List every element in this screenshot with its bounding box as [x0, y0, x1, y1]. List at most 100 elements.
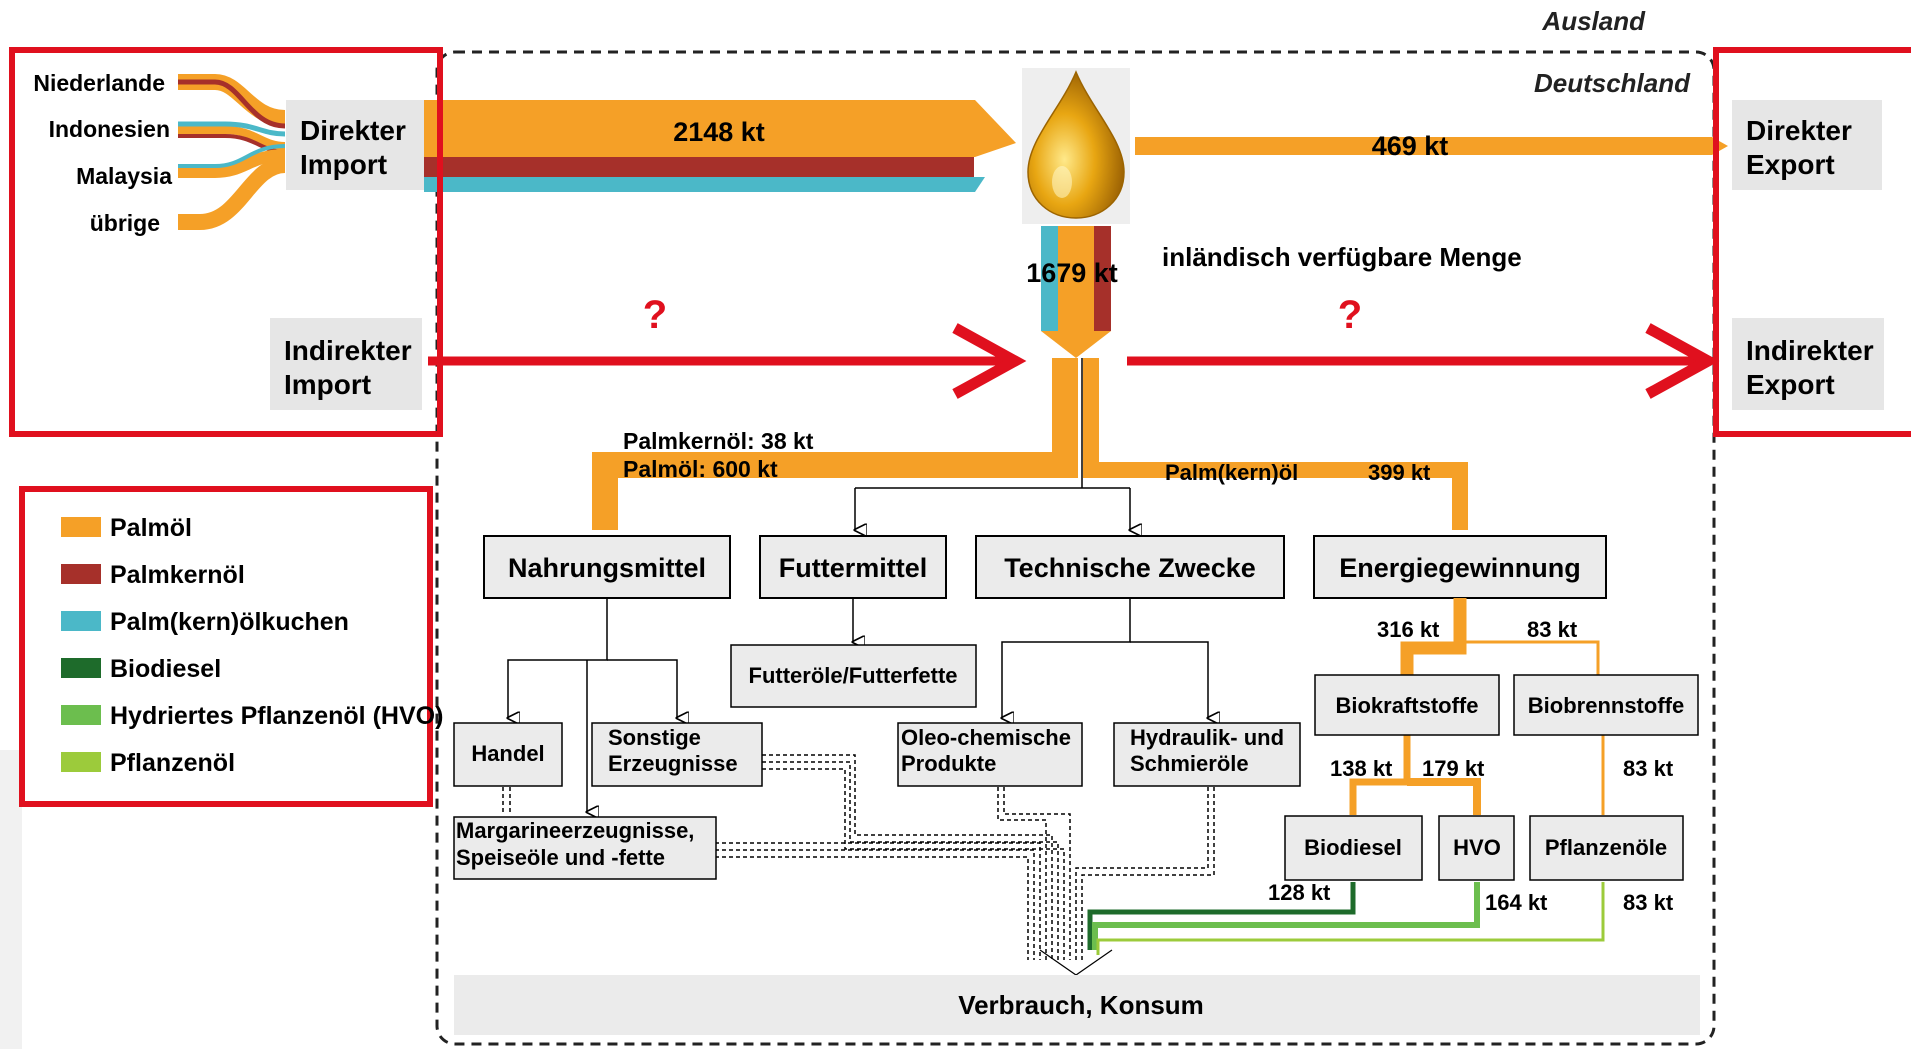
- sub-pflanzenoele-box: [1529, 815, 1684, 881]
- sub-oleo-line2: Produkte: [901, 751, 996, 776]
- germany-boundary: [435, 50, 1716, 1046]
- domestic-kuchen: [1041, 226, 1058, 331]
- legend: Palmöl Palmkernöl Palm(kern)ölkuchen Bio…: [61, 514, 443, 777]
- export-highlight-frame: [1713, 47, 1911, 437]
- legend-swatch-palmkernoel: [61, 564, 101, 584]
- legend-label-biodiesel: Biodiesel: [110, 655, 221, 683]
- biodiesel-in-amount: 138 kt: [1330, 756, 1393, 781]
- region-ausland: Ausland: [1541, 6, 1646, 36]
- sub-handel-label: Handel: [471, 741, 544, 766]
- sub-biodiesel-box: [1284, 815, 1423, 881]
- food-palmkernoel-amount: Palmkernöl: 38 kt: [623, 428, 814, 454]
- energy-input-amount: 399 kt: [1368, 460, 1431, 485]
- indirect-import-arrowhead: [952, 323, 1027, 399]
- indirect-import-line1: Indirekter: [284, 335, 412, 366]
- export-amount: 469 kt: [1372, 131, 1449, 161]
- category-technische-zwecke: [975, 535, 1285, 599]
- legend-label-palmkernoel: Palmkernöl: [110, 561, 245, 589]
- sub-sonstige-line1: Sonstige: [608, 725, 701, 750]
- domestic-label: inländisch verfügbare Menge: [1162, 242, 1522, 272]
- sub-biokraft-label: Biokraftstoffe: [1335, 693, 1478, 718]
- category-nahrungsmittel-label: Nahrungsmittel: [508, 553, 706, 583]
- sub-oleo-box: [897, 722, 1083, 787]
- sub-handel-box: [453, 722, 563, 787]
- sub-futteroele-label: Futteröle/Futterfette: [749, 663, 958, 688]
- region-deutschland: Deutschland: [1534, 68, 1691, 98]
- source-indonesien: Indonesien: [49, 116, 170, 142]
- biodiesel-out-amount: 128 kt: [1268, 880, 1331, 905]
- food-palmoel-amount: Palmöl: 600 kt: [623, 456, 778, 482]
- category-nahrungsmittel: [483, 535, 731, 599]
- category-futtermittel-label: Futtermittel: [779, 553, 928, 583]
- sub-margarine-line1: Margarineerzeugnisse,: [456, 818, 694, 843]
- legend-swatch-biodiesel: [61, 658, 101, 678]
- consumption-flows: [502, 754, 1215, 960]
- pflanzen-out-amount: 83 kt: [1623, 890, 1674, 915]
- indirect-export-box: [1732, 318, 1884, 410]
- indirect-import-line2: Import: [284, 369, 371, 400]
- unknown-import-mark: ?: [643, 293, 667, 337]
- source-lines: [178, 74, 286, 230]
- legend-swatch-palmoel: [61, 517, 101, 537]
- biobrenn-amount: 83 kt: [1527, 617, 1578, 642]
- direct-export-box: [1732, 100, 1882, 190]
- import-highlight-frame: [9, 47, 443, 437]
- sub-hydraulik-line2: Schmieröle: [1130, 751, 1249, 776]
- drop-highlight: [1052, 166, 1072, 198]
- energy-flows: [1087, 598, 1605, 955]
- domestic-palmkernoel: [1094, 226, 1111, 331]
- legend-swatch-kuchen: [61, 611, 101, 631]
- sub-biodiesel-label: Biodiesel: [1304, 835, 1402, 860]
- direct-import-box: [286, 100, 428, 190]
- distribution-flows: [592, 358, 1468, 530]
- sub-sonstige-line2: Erzeugnisse: [608, 751, 738, 776]
- indirect-export-arrowhead: [1645, 323, 1720, 399]
- unknown-export-mark: ?: [1338, 293, 1362, 337]
- connector-lines: [508, 598, 1208, 812]
- hvo-in-amount: 179 kt: [1422, 756, 1485, 781]
- consumption-arrowhead: [1039, 949, 1113, 976]
- energy-input-label: Palm(kern)öl: [1165, 460, 1298, 485]
- indirect-export-line2: Export: [1746, 369, 1835, 400]
- left-shade: [0, 750, 22, 1049]
- import-amount: 2148 kt: [673, 117, 765, 147]
- sub-sonstige-box: [591, 722, 763, 787]
- source-uebrige: übrige: [90, 210, 160, 236]
- sink-label: Verbrauch, Konsum: [958, 990, 1204, 1020]
- sink-box: [454, 975, 1700, 1035]
- category-technische-zwecke-label: Technische Zwecke: [1004, 553, 1256, 583]
- sub-biobrenn-label: Biobrennstoffe: [1528, 693, 1684, 718]
- direct-export-line2: Export: [1746, 149, 1835, 180]
- oil-drop-icon: [1027, 70, 1125, 219]
- direct-export-line1: Direkter: [1746, 115, 1852, 146]
- source-malaysia: Malaysia: [76, 163, 172, 189]
- pflanzen-in-amount: 83 kt: [1623, 756, 1674, 781]
- biokraft-amount: 316 kt: [1377, 617, 1440, 642]
- sub-hvo-box: [1438, 815, 1515, 881]
- import-flow-kuchen: [424, 177, 985, 192]
- direct-import-line2: Import: [300, 149, 387, 180]
- legend-label-kuchen: Palm(kern)ölkuchen: [110, 608, 349, 636]
- hvo-out-amount: 164 kt: [1485, 890, 1548, 915]
- source-niederlande: Niederlande: [33, 70, 165, 96]
- sub-futteroele-box: [730, 644, 977, 708]
- sub-biobrenn-box: [1513, 674, 1699, 736]
- import-flow-palmkernoel: [424, 157, 974, 177]
- export-flow: [1135, 137, 1728, 155]
- legend-frame: [19, 486, 433, 807]
- legend-swatch-hvo: [61, 705, 101, 725]
- domestic-amount: 1679 kt: [1026, 258, 1118, 288]
- category-energiegewinnung: [1313, 535, 1607, 599]
- category-futtermittel: [759, 535, 947, 599]
- direct-import-line1: Direkter: [300, 115, 406, 146]
- sub-oleo-line1: Oleo-chemische: [901, 725, 1071, 750]
- legend-label-pflanzenoel: Pflanzenöl: [110, 749, 235, 777]
- legend-label-hvo: Hydriertes Pflanzenöl (HVO): [110, 702, 443, 730]
- sub-hydraulik-line1: Hydraulik- und: [1130, 725, 1284, 750]
- domestic-tip: [1041, 331, 1111, 358]
- domestic-palmoel: [1058, 226, 1094, 331]
- indirect-import-box: [270, 318, 422, 410]
- sub-biokraft-box: [1314, 674, 1500, 736]
